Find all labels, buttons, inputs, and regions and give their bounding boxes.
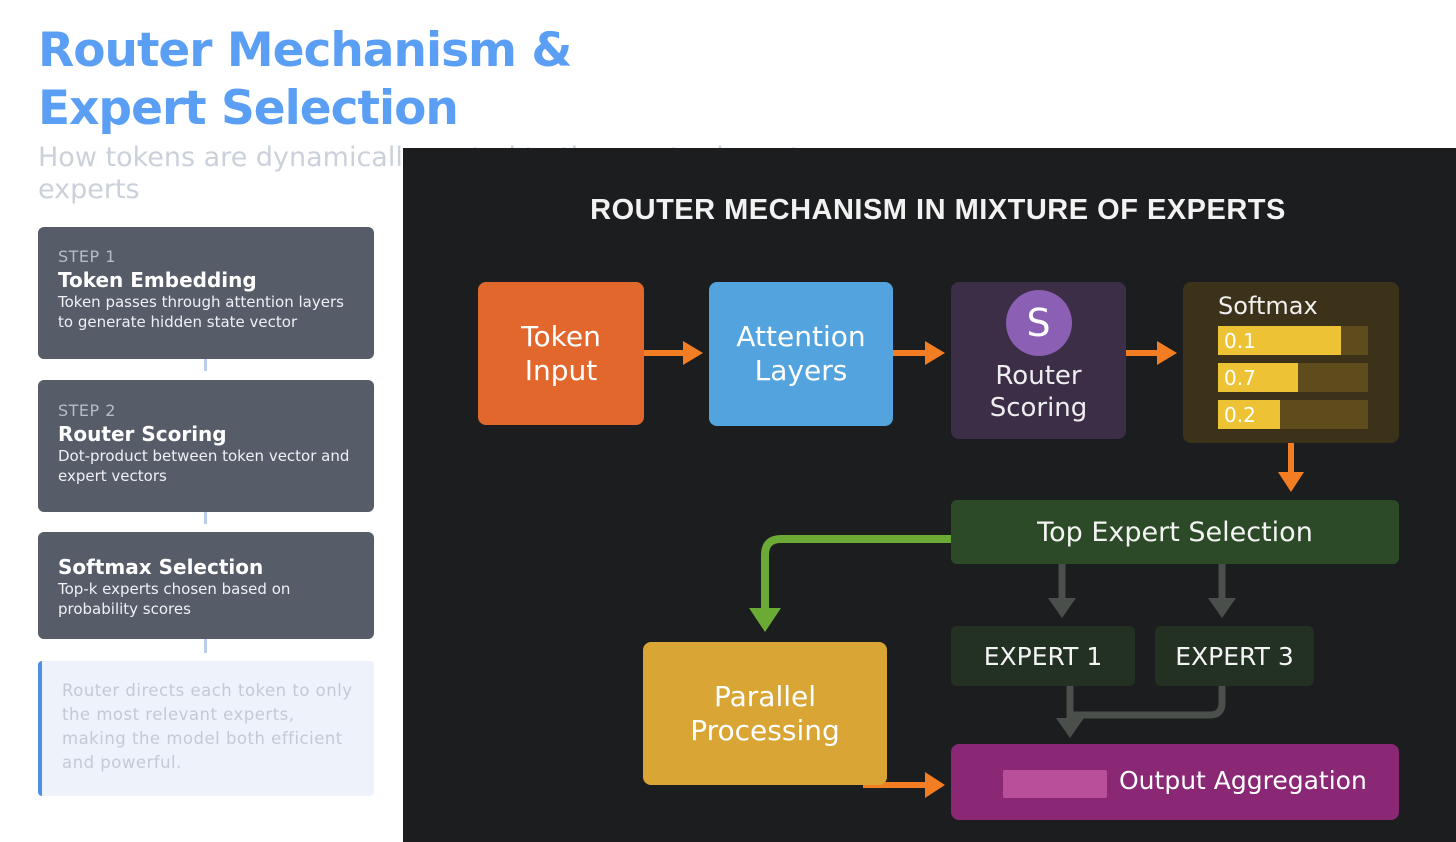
expert-1-label: EXPERT 1: [983, 641, 1103, 671]
softmax-box: Softmax 0.1 0.7 0.2: [1183, 282, 1399, 443]
softmax-bar-1: 0.1: [1218, 326, 1368, 355]
orange-arrow-parallel-output: [863, 772, 945, 798]
figure-title: ROUTER MECHANISM IN MIXTURE OF EXPERTS: [590, 194, 1286, 226]
softmax-bar-3: 0.2: [1218, 400, 1368, 429]
router-scoring-label: Router Scoring: [989, 360, 1088, 423]
top-expert-selection-label: Top Expert Selection: [1037, 516, 1313, 548]
softmax-bar-2: 0.7: [1218, 363, 1368, 392]
orange-arrow-2: [893, 341, 945, 365]
step-number: STEP 1: [58, 247, 116, 266]
step-description: Token passes through attention layers to…: [58, 293, 344, 331]
summary-callout: Router directs each token to only the mo…: [38, 661, 374, 796]
step-card-2: STEP 2 Router Scoring Dot-product betwee…: [38, 380, 374, 512]
grey-arrow-expert3: [1208, 564, 1236, 618]
step-description: Dot-product between token vector and exp…: [58, 447, 350, 485]
orange-arrow-down: [1278, 443, 1304, 492]
grey-merge-arrow: [1056, 686, 1226, 738]
attention-layers-box: Attention Layers: [709, 282, 893, 426]
token-input-box: Token Input: [478, 282, 644, 425]
step-card-3: Softmax Selection Top-k experts chosen b…: [38, 532, 374, 639]
step-description: Top-k experts chosen based on probabilit…: [58, 580, 291, 618]
step-title: Softmax Selection: [58, 555, 264, 579]
softmax-value: 0.2: [1224, 403, 1256, 427]
output-aggregation-label: Output Aggregation: [1119, 766, 1367, 795]
token-input-label: Token Input: [521, 319, 601, 387]
expert-3-box: EXPERT 3: [1155, 626, 1314, 686]
step-connector: [204, 359, 207, 371]
attention-layers-label: Attention Layers: [736, 320, 866, 387]
softmax-value: 0.1: [1224, 329, 1256, 353]
flow-arrows: [644, 341, 1304, 798]
page-title: Router Mechanism & Expert Selection: [38, 23, 572, 136]
output-aggregation-box: Output Aggregation: [951, 744, 1399, 820]
callout-text: Router directs each token to only the mo…: [62, 681, 353, 772]
step-number: STEP 2: [58, 401, 116, 420]
softmax-bar-fill: [1218, 363, 1298, 392]
step-card-1: STEP 1 Token Embedding Token passes thro…: [38, 227, 374, 359]
green-routing-arrow: [749, 535, 951, 632]
grey-arrow-expert1: [1048, 564, 1076, 618]
parallel-processing-label: Parallel Processing: [690, 679, 840, 747]
output-swatch: [1003, 770, 1107, 798]
parallel-processing-box: Parallel Processing: [643, 642, 887, 785]
step-title: Router Scoring: [58, 422, 227, 446]
step-title: Token Embedding: [58, 268, 257, 292]
expert-1-box: EXPERT 1: [951, 626, 1135, 686]
softmax-bar-fill: [1218, 400, 1280, 429]
orange-arrow-3: [1126, 341, 1177, 365]
softmax-label: Softmax: [1218, 292, 1318, 320]
orange-arrow-1: [644, 341, 703, 365]
softmax-bar-fill: [1218, 326, 1341, 355]
router-scoring-box: S Router Scoring: [951, 282, 1126, 439]
softmax-value: 0.7: [1224, 366, 1256, 390]
top-expert-selection-box: Top Expert Selection: [951, 500, 1399, 564]
step-connector: [204, 512, 207, 524]
step-connector: [204, 639, 207, 653]
router-diagram-figure: ROUTER MECHANISM IN MIXTURE OF EXPERTS: [403, 148, 1456, 842]
router-s-icon: S: [1005, 289, 1072, 356]
expert-3-label: EXPERT 3: [1175, 641, 1294, 671]
